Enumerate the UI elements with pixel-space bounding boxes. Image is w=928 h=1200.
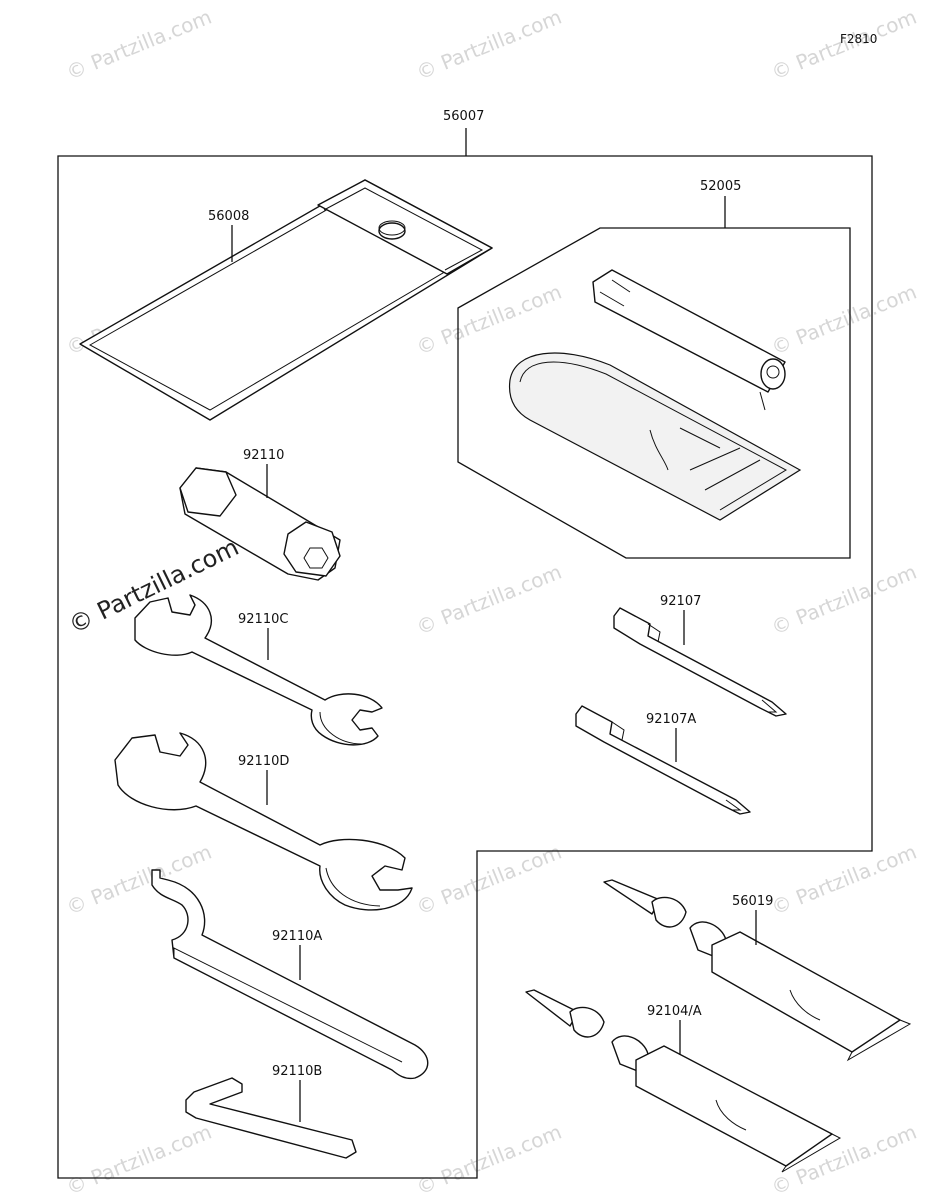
- label-92110: 92110: [243, 448, 284, 463]
- label-92104a: 92104/A: [647, 1004, 702, 1019]
- watermark: © Partzilla.com: [63, 1120, 215, 1200]
- watermark: © Partzilla.com: [413, 280, 565, 360]
- watermark: © Partzilla.com: [768, 280, 920, 360]
- label-92110d: 92110D: [238, 754, 289, 769]
- wrench-92110d: 92110D: [114, 732, 413, 911]
- label-92107: 92107: [660, 594, 701, 609]
- watermark: © Partzilla.com: [63, 5, 215, 85]
- hex-wrench: 92110B: [185, 1064, 357, 1159]
- label-92110b: 92110B: [272, 1064, 322, 1079]
- label-92110a: 92110A: [272, 929, 322, 944]
- screwdriver-92107a: 92107A: [575, 705, 751, 815]
- hook-wrench: 92110A: [151, 869, 429, 1080]
- pump-set: 52005: [457, 179, 851, 559]
- watermark: © Partzilla.com: [413, 1120, 565, 1200]
- watermark-layer: © Partzilla.com © Partzilla.com © Partzi…: [63, 5, 920, 1200]
- label-56007: 56007: [443, 109, 484, 124]
- figure-code: F2810: [840, 32, 877, 46]
- label-52005: 52005: [700, 179, 741, 194]
- label-56008: 56008: [208, 209, 249, 224]
- watermark: © Partzilla.com: [413, 560, 565, 640]
- wrench-92110c: 92110C: [134, 594, 383, 746]
- kit-outline: 56007: [57, 109, 873, 1179]
- bond-tube-92104a: 92104/A: [525, 989, 842, 1173]
- watermark: © Partzilla.com: [413, 5, 565, 85]
- grease-tube-56019: 56019: [603, 879, 912, 1062]
- label-92107a: 92107A: [646, 712, 696, 727]
- label-56019: 56019: [732, 894, 773, 909]
- watermark: © Partzilla.com: [768, 560, 920, 640]
- label-92110c: 92110C: [238, 612, 288, 627]
- screwdriver-92107: 92107: [613, 594, 787, 717]
- plug-wrench: 92110: [179, 448, 341, 581]
- pouch: 56008: [79, 179, 493, 421]
